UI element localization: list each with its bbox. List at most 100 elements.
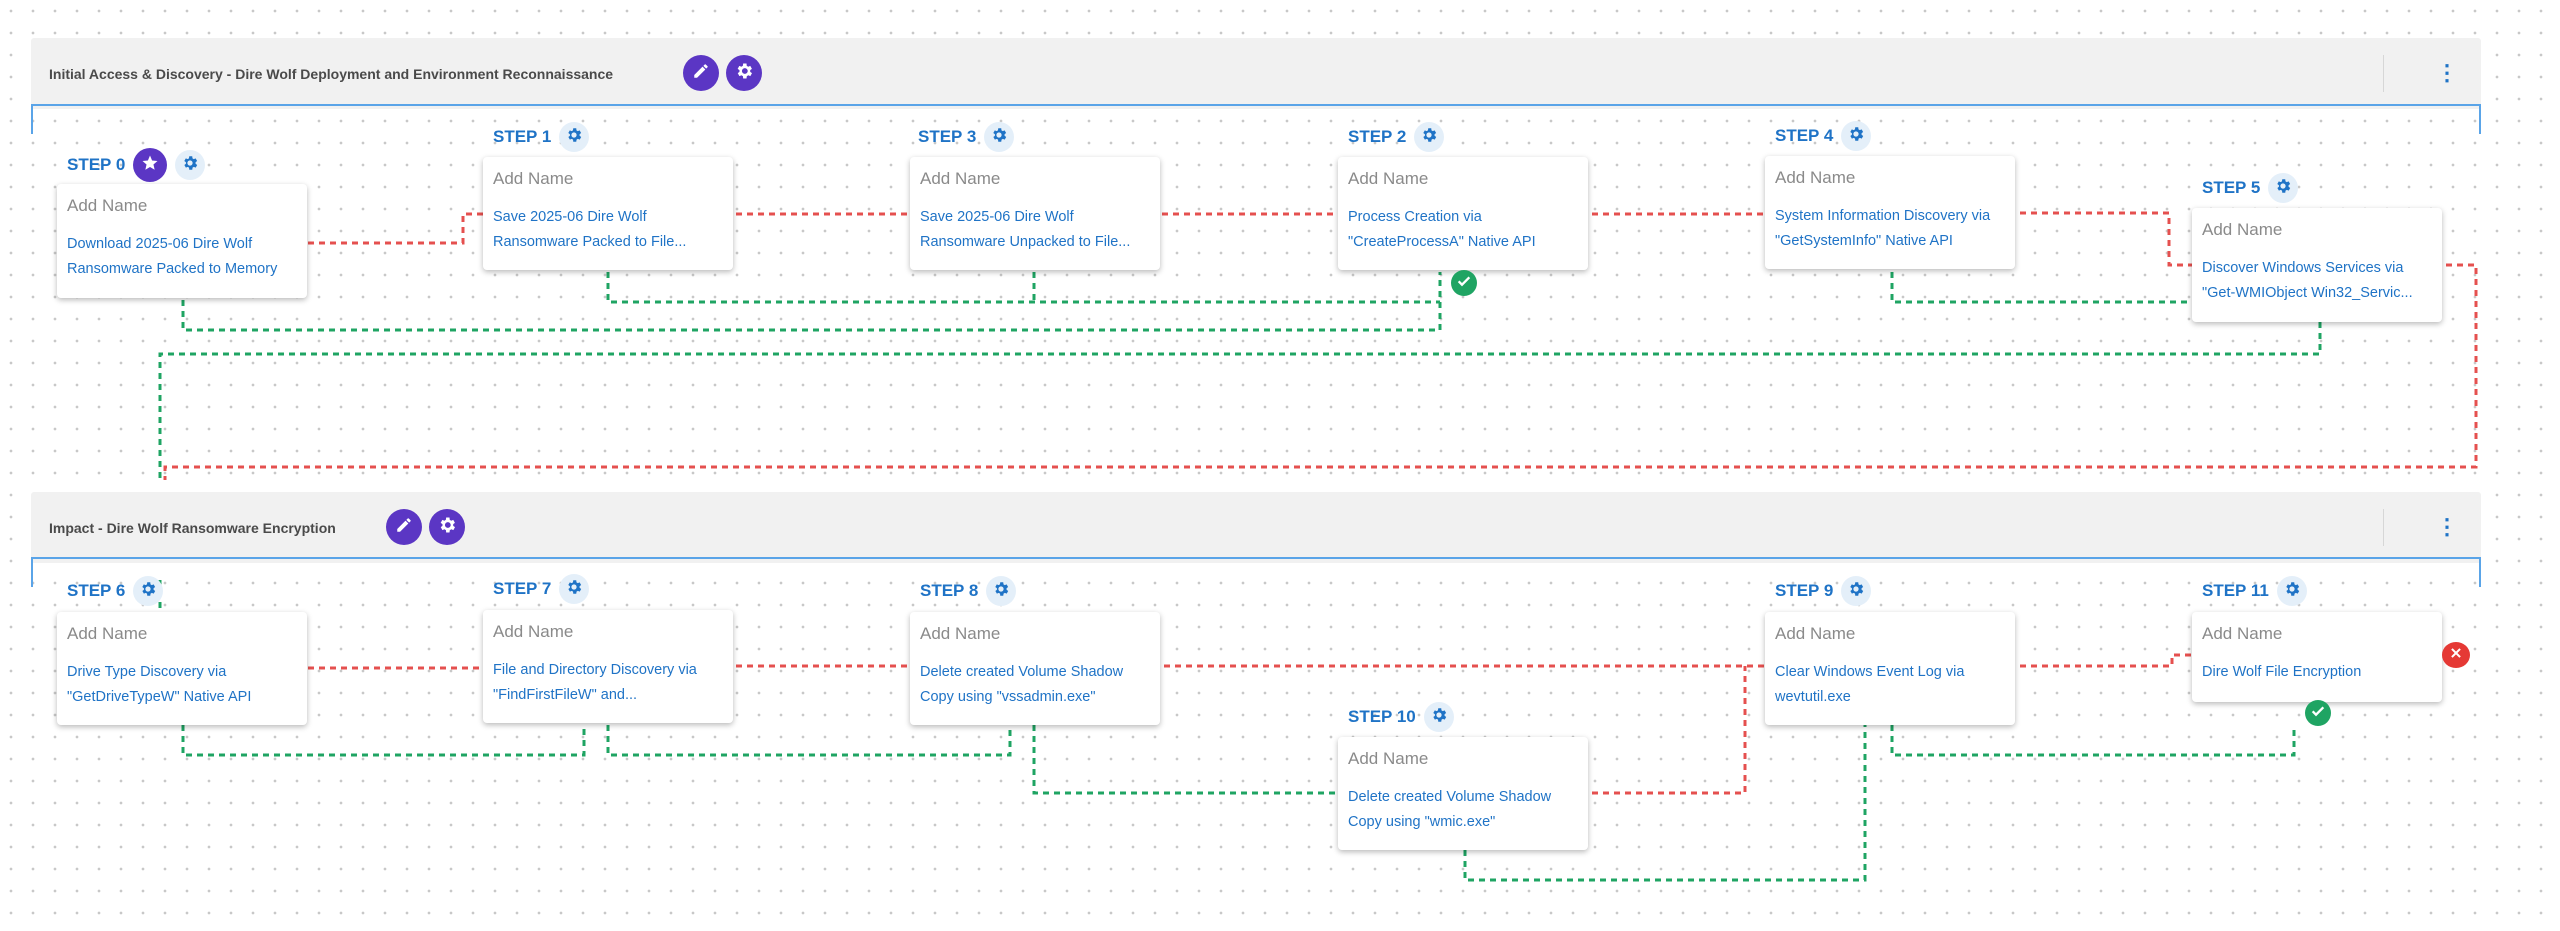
step-11-failure-badge <box>2442 642 2470 668</box>
step-label: STEP 11 <box>2202 581 2269 600</box>
step-card-6[interactable]: Add Name Drive Type Discovery via "GetDr… <box>57 612 307 725</box>
step-description: System Information Discovery via "GetSys… <box>1775 208 1991 249</box>
step-settings-button[interactable] <box>1414 122 1445 152</box>
step-4-header: STEP 4 <box>1775 121 1872 151</box>
phase-header-impact: Impact - Dire Wolf Ransomware Encryption… <box>31 492 2481 563</box>
step-label: STEP 9 <box>1775 581 1834 600</box>
star-icon <box>141 154 159 177</box>
pencil-icon <box>395 516 413 539</box>
step-label: STEP 1 <box>493 127 552 146</box>
gear-icon <box>990 126 1008 149</box>
edit-phase-button[interactable] <box>683 55 719 91</box>
step-description: Clear Windows Event Log via wevtutil.exe <box>1775 664 1965 705</box>
gear-cog-icon <box>734 61 754 86</box>
step-label: STEP 3 <box>918 127 977 146</box>
step-label: STEP 6 <box>67 581 126 600</box>
step-card-7[interactable]: Add Name File and Directory Discovery vi… <box>483 610 733 723</box>
step-settings-button[interactable] <box>175 150 206 180</box>
step-description: Process Creation via "CreateProcessA" Na… <box>1348 209 1536 250</box>
gear-icon <box>1420 126 1438 149</box>
entry-step-button[interactable] <box>133 148 168 182</box>
gear-icon <box>565 126 583 149</box>
gear-icon <box>1430 706 1448 729</box>
step-card-3[interactable]: Add Name Save 2025-06 Dire Wolf Ransomwa… <box>910 157 1160 270</box>
step-label: STEP 4 <box>1775 126 1834 145</box>
step-description: Save 2025-06 Dire Wolf Ransomware Unpack… <box>920 209 1131 250</box>
gear-icon <box>1847 580 1865 603</box>
step-name[interactable]: Add Name <box>1348 169 1429 188</box>
gear-icon <box>565 578 583 601</box>
step-name[interactable]: Add Name <box>493 622 574 641</box>
step-label: STEP 0 <box>67 155 126 174</box>
step-1-header: STEP 1 <box>493 122 590 152</box>
step-description: Download 2025-06 Dire Wolf Ransomware Pa… <box>67 236 278 277</box>
gear-icon <box>2283 580 2301 603</box>
edit-phase-button[interactable] <box>386 509 422 545</box>
step-11-success-badge <box>2305 700 2331 726</box>
step-description: Delete created Volume Shadow Copy using … <box>920 664 1124 705</box>
step-settings-button[interactable] <box>984 122 1015 152</box>
step-card-2[interactable]: Add Name Process Creation via "CreatePro… <box>1338 157 1588 270</box>
phase-header-initial-access: Initial Access & Discovery - Dire Wolf D… <box>31 38 2481 109</box>
step-2-success-badge <box>1451 270 1477 296</box>
step-name[interactable]: Add Name <box>2202 220 2283 239</box>
step-settings-button[interactable] <box>1841 121 1872 151</box>
step-name[interactable]: Add Name <box>67 624 148 643</box>
step-3-header: STEP 3 <box>918 122 1015 152</box>
gear-icon <box>139 580 157 603</box>
step-name[interactable]: Add Name <box>1348 749 1429 768</box>
step-name[interactable]: Add Name <box>1775 168 1856 187</box>
vertical-dots-icon: ⋮ <box>2436 514 2458 539</box>
step-card-4[interactable]: Add Name System Information Discovery vi… <box>1765 156 2015 269</box>
phase-boundary <box>31 104 2481 134</box>
step-description: Save 2025-06 Dire Wolf Ransomware Packed… <box>493 209 687 250</box>
step-card-10[interactable]: Add Name Delete created Volume Shadow Co… <box>1338 737 1588 850</box>
header-divider <box>2383 55 2384 92</box>
step-label: STEP 10 <box>1348 707 1416 726</box>
step-description: Dire Wolf File Encryption <box>2202 664 2362 680</box>
step-label: STEP 2 <box>1348 127 1407 146</box>
step-9-header: STEP 9 <box>1775 576 1872 606</box>
pencil-icon <box>692 62 710 85</box>
step-settings-button[interactable] <box>559 574 590 604</box>
step-settings-button[interactable] <box>1423 702 1454 732</box>
step-name[interactable]: Add Name <box>1775 624 1856 643</box>
step-description: File and Directory Discovery via "FindFi… <box>493 662 697 703</box>
phase-settings-button[interactable] <box>726 55 762 91</box>
phase-title: Impact - Dire Wolf Ransomware Encryption <box>49 519 336 536</box>
step-card-11[interactable]: Add Name Dire Wolf File Encryption <box>2192 612 2442 702</box>
step-card-8[interactable]: Add Name Delete created Volume Shadow Co… <box>910 612 1160 725</box>
step-settings-button[interactable] <box>2268 173 2299 203</box>
gear-icon <box>992 580 1010 603</box>
step-6-header: STEP 6 <box>67 576 164 606</box>
gear-cog-icon <box>437 515 457 540</box>
step-0-header: STEP 0 <box>67 148 206 182</box>
step-settings-button[interactable] <box>2276 576 2307 606</box>
step-card-5[interactable]: Add Name Discover Windows Services via "… <box>2192 208 2442 322</box>
gear-icon <box>181 154 199 177</box>
step-settings-button[interactable] <box>986 576 1017 606</box>
step-settings-button[interactable] <box>1841 576 1872 606</box>
step-settings-button[interactable] <box>559 122 590 152</box>
step-card-0[interactable]: Add Name Download 2025-06 Dire Wolf Rans… <box>57 184 307 298</box>
step-name[interactable]: Add Name <box>2202 624 2283 643</box>
vertical-dots-icon: ⋮ <box>2436 60 2458 85</box>
step-label: STEP 7 <box>493 579 552 598</box>
phase-menu-button[interactable]: ⋮ <box>2436 510 2458 544</box>
step-card-9[interactable]: Add Name Clear Windows Event Log via wev… <box>1765 612 2015 725</box>
step-label: STEP 8 <box>920 581 979 600</box>
step-name[interactable]: Add Name <box>920 624 1001 643</box>
step-10-header: STEP 10 <box>1348 702 1454 732</box>
step-name[interactable]: Add Name <box>920 169 1001 188</box>
check-icon <box>1456 273 1472 294</box>
phase-settings-button[interactable] <box>429 509 465 545</box>
phase-menu-button[interactable]: ⋮ <box>2436 56 2458 90</box>
step-label: STEP 5 <box>2202 178 2261 197</box>
close-icon <box>2449 646 2463 665</box>
step-name[interactable]: Add Name <box>67 196 148 215</box>
step-name[interactable]: Add Name <box>493 169 574 188</box>
check-icon <box>2310 703 2326 724</box>
step-card-1[interactable]: Add Name Save 2025-06 Dire Wolf Ransomwa… <box>483 157 733 270</box>
step-settings-button[interactable] <box>133 576 164 606</box>
